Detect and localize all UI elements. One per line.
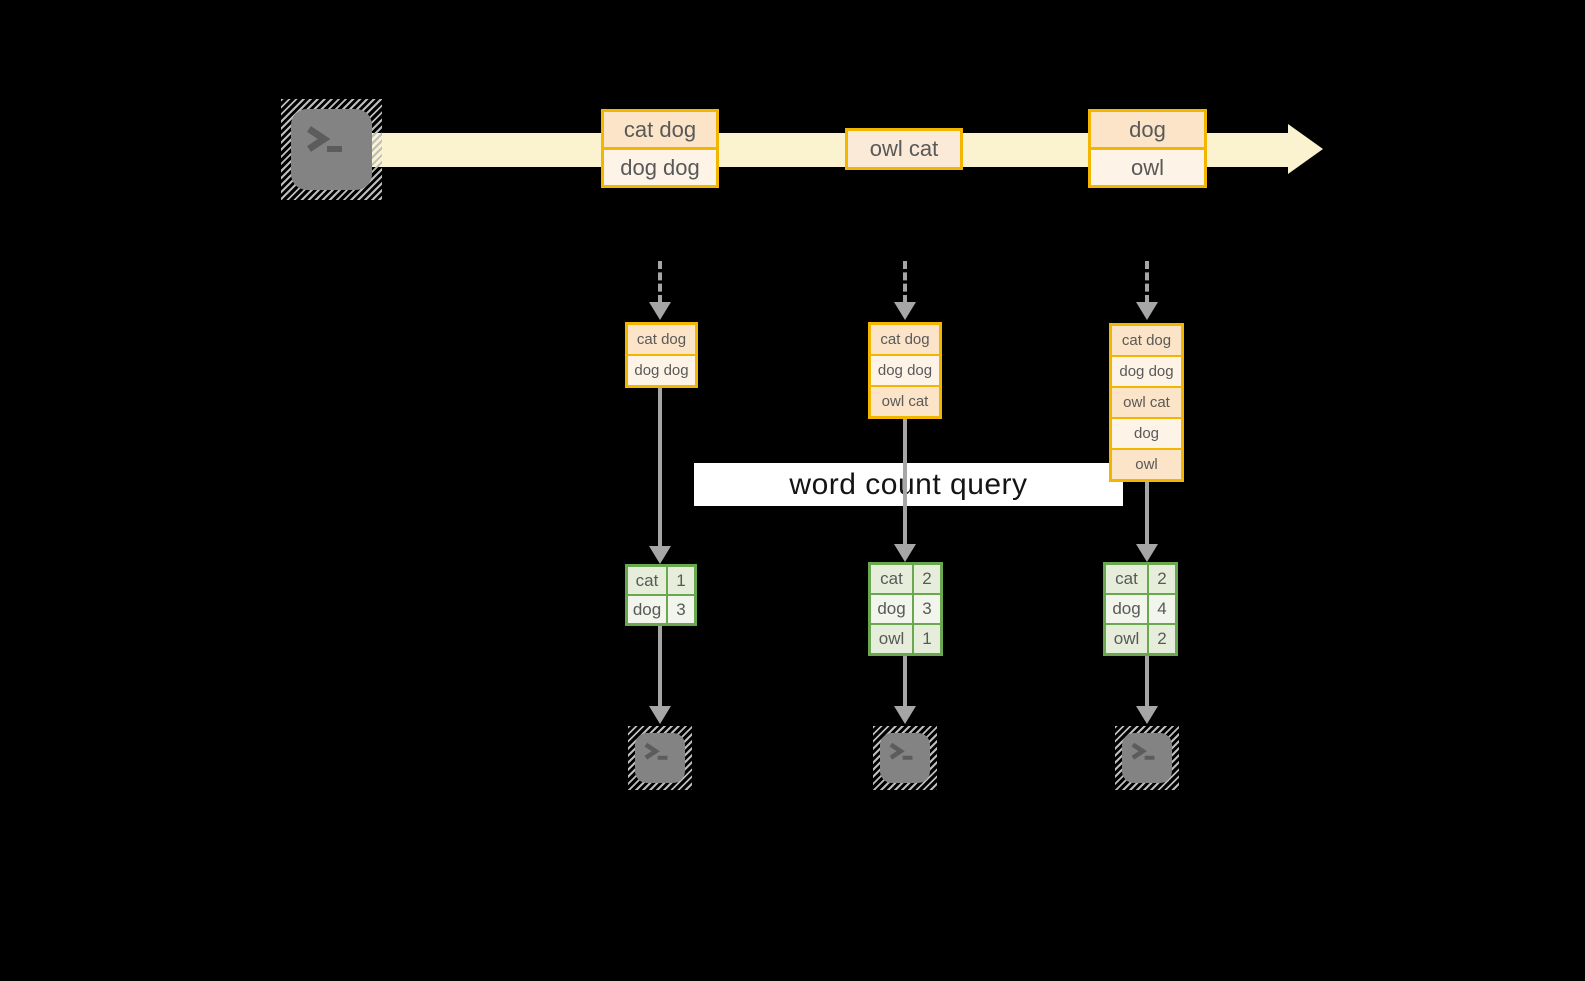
stream-record-cell: owl <box>1091 150 1204 185</box>
accumulated-input-cell: cat dog <box>1112 326 1181 355</box>
query-label-band: word count query <box>694 463 1123 506</box>
output-arrow <box>903 656 907 706</box>
terminal-prompt-glyph <box>307 126 342 152</box>
accumulated-input-cell: dog dog <box>1112 357 1181 386</box>
terminal-prompt-glyph <box>889 742 913 760</box>
stream-record-box: owl cat <box>845 128 963 170</box>
arrowhead-icon <box>649 706 671 724</box>
count-cell: 1 <box>668 567 694 594</box>
query-arrow <box>658 388 662 546</box>
word-cell: cat <box>1106 565 1147 593</box>
stream-record-cell: cat dog <box>604 112 716 147</box>
terminal-icon <box>628 726 692 790</box>
terminal-icon <box>281 99 382 200</box>
arrowhead-icon <box>1136 302 1158 320</box>
count-cell: 4 <box>1149 595 1175 623</box>
arrowhead-icon <box>894 302 916 320</box>
output-arrow <box>658 626 662 706</box>
arrowhead-icon <box>894 544 916 562</box>
accumulated-input-cell: owl cat <box>1112 388 1181 417</box>
terminal-icon <box>1115 726 1179 790</box>
count-cell: 2 <box>1149 625 1175 653</box>
query-label: word count query <box>789 467 1028 501</box>
count-cell: 2 <box>914 565 940 593</box>
arrowhead-icon <box>1136 706 1158 724</box>
trigger-arrow <box>903 261 907 303</box>
accumulated-input-cell: cat dog <box>628 325 695 354</box>
arrowhead-icon <box>1136 544 1158 562</box>
terminal-prompt-glyph <box>644 742 668 760</box>
stream-record-cell: dog <box>1091 112 1204 147</box>
word-cell: owl <box>1106 625 1147 653</box>
arrowhead-icon <box>894 706 916 724</box>
arrowhead-icon <box>649 302 671 320</box>
word-cell: cat <box>628 567 666 594</box>
accumulated-input-cell: dog <box>1112 419 1181 448</box>
stream-record-cell: dog dog <box>604 150 716 185</box>
terminal-icon <box>873 726 937 790</box>
word-cell: owl <box>871 625 912 653</box>
count-cell: 2 <box>1149 565 1175 593</box>
count-cell: 3 <box>914 595 940 623</box>
count-cell: 3 <box>668 596 694 623</box>
trigger-arrow <box>1145 261 1149 303</box>
word-cell: dog <box>1106 595 1147 623</box>
trigger-arrow <box>658 261 662 303</box>
terminal-prompt-glyph <box>1131 742 1155 760</box>
accumulated-input-cell: dog dog <box>871 356 939 385</box>
word-cell: dog <box>871 595 912 623</box>
word-cell: dog <box>628 596 666 623</box>
count-cell: 1 <box>914 625 940 653</box>
stream-record-cell: owl cat <box>848 131 960 167</box>
word-cell: cat <box>871 565 912 593</box>
input-stream-arrowhead-icon <box>1288 124 1323 174</box>
arrowhead-icon <box>649 546 671 564</box>
accumulated-input-cell: cat dog <box>871 325 939 354</box>
accumulated-input-cell: owl <box>1112 450 1181 479</box>
query-arrow <box>903 418 907 544</box>
accumulated-input-cell: owl cat <box>871 387 939 416</box>
output-arrow <box>1145 656 1149 706</box>
accumulated-input-cell: dog dog <box>628 356 695 385</box>
query-arrow <box>1145 482 1149 544</box>
